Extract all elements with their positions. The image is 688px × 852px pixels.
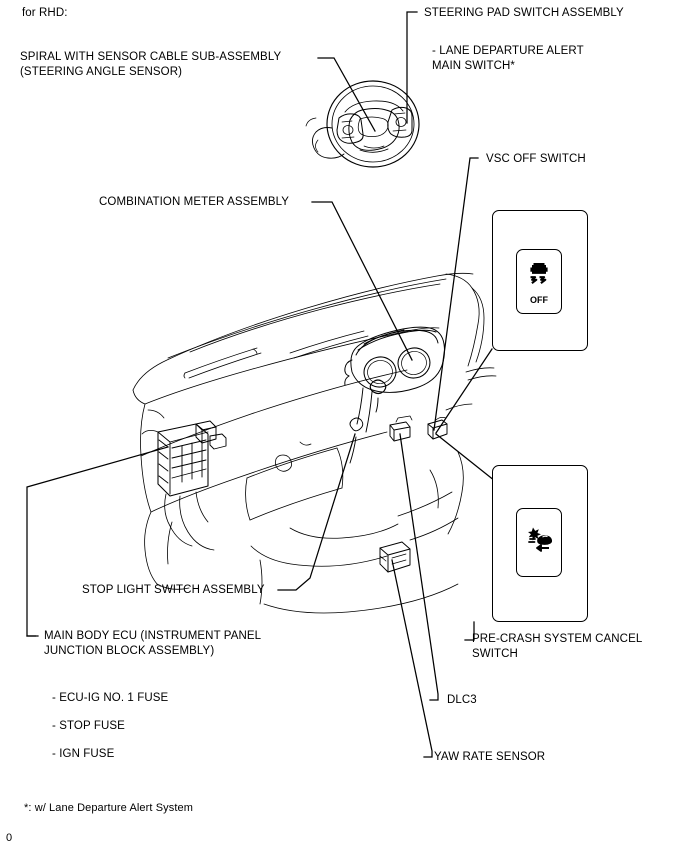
combination-meter-illustration bbox=[344, 326, 445, 433]
dlc3-illustration bbox=[389, 415, 413, 442]
label-combination-meter: COMBINATION METER ASSEMBLY bbox=[99, 196, 290, 208]
vsc-off-switch-button[interactable]: OFF bbox=[516, 249, 562, 314]
vsc-off-icon-glyph bbox=[530, 262, 548, 284]
page-number: 0 bbox=[6, 832, 13, 844]
leader-vsc-box bbox=[435, 348, 493, 434]
label-lane-departure-line1: - LANE DEPARTURE ALERT bbox=[432, 45, 584, 57]
leader-stop-light-switch bbox=[277, 433, 356, 591]
label-fuse-ecu-ig: - ECU-IG NO. 1 FUSE bbox=[52, 692, 169, 704]
dash-switch-cluster-illustration bbox=[427, 416, 448, 440]
page-heading: for RHD: bbox=[22, 7, 68, 19]
pre-crash-switch-panel bbox=[492, 465, 588, 622]
label-spiral-cable-line2: (STEERING ANGLE SENSOR) bbox=[20, 66, 183, 78]
junction-block-illustration bbox=[141, 409, 227, 551]
label-main-body-ecu-line1: MAIN BODY ECU (INSTRUMENT PANEL bbox=[44, 630, 262, 642]
leader-main-body-ecu bbox=[26, 446, 169, 637]
pre-crash-cancel-icon bbox=[517, 525, 561, 560]
label-steering-pad-switch: STEERING PAD SWITCH ASSEMBLY bbox=[424, 7, 624, 19]
vsc-off-switch-panel: OFF bbox=[492, 210, 588, 351]
leader-steering-pad bbox=[406, 11, 418, 124]
leader-spiral-cable bbox=[317, 57, 376, 132]
label-lane-departure-line2: MAIN SWITCH* bbox=[432, 60, 515, 72]
label-vsc-off-switch: VSC OFF SWITCH bbox=[486, 153, 586, 165]
pre-crash-switch-button[interactable] bbox=[516, 508, 562, 577]
leader-pre-crash-box bbox=[435, 433, 496, 482]
instrument-panel-illustration bbox=[132, 272, 497, 614]
pre-crash-cancel-icon-glyph bbox=[528, 527, 553, 552]
steering-wheel-illustration bbox=[305, 80, 420, 168]
leader-yaw-rate-sensor bbox=[391, 559, 433, 758]
stop-light-switch-illustration bbox=[349, 417, 364, 464]
vsc-off-icon-text: OFF bbox=[530, 294, 548, 305]
yaw-rate-sensor-illustration bbox=[379, 541, 411, 573]
label-pre-crash-line1: PRE-CRASH SYSTEM CANCEL bbox=[472, 633, 643, 645]
label-fuse-stop: - STOP FUSE bbox=[52, 720, 125, 732]
vsc-off-icon: OFF bbox=[517, 259, 561, 305]
leader-dlc3 bbox=[399, 433, 439, 701]
label-fuse-ign: - IGN FUSE bbox=[52, 748, 115, 760]
label-dlc3: DLC3 bbox=[447, 694, 477, 706]
label-spiral-cable-line1: SPIRAL WITH SENSOR CABLE SUB-ASSEMBLY bbox=[20, 51, 282, 63]
leader-combination-meter bbox=[311, 201, 413, 361]
label-pre-crash-line2: SWITCH bbox=[472, 648, 518, 660]
label-main-body-ecu-line2: JUNCTION BLOCK ASSEMBLY) bbox=[44, 645, 215, 657]
label-yaw-rate-sensor: YAW RATE SENSOR bbox=[434, 751, 546, 763]
leader-vsc-off-switch bbox=[433, 157, 479, 431]
label-stop-light-switch: STOP LIGHT SWITCH ASSEMBLY bbox=[82, 584, 265, 596]
footnote: *: w/ Lane Departure Alert System bbox=[24, 802, 193, 814]
